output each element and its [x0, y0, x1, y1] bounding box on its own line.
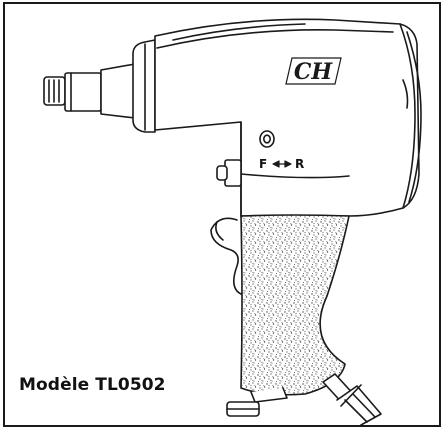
impact-wrench-illustration: CH F R: [43, 18, 422, 425]
air-inlet-fitting: [322, 373, 382, 425]
direction-arrows: [272, 160, 292, 168]
hammer-case: [132, 39, 156, 133]
motor-housing: [154, 18, 422, 217]
figure-frame: CH F R Modèle TL0502: [3, 2, 441, 427]
exhaust-deflector: [226, 387, 288, 417]
handle: [240, 214, 350, 396]
svg-text:CH: CH: [294, 59, 334, 85]
reverse-label: R: [295, 157, 304, 171]
reverse-valve-screw: [259, 130, 275, 148]
reverse-button: [216, 159, 242, 187]
figure-caption: Modèle TL0502: [19, 375, 166, 395]
brand-logo: CH: [285, 57, 342, 85]
trigger: [210, 217, 242, 295]
square-drive: [43, 63, 136, 119]
forward-label: F: [259, 157, 267, 171]
